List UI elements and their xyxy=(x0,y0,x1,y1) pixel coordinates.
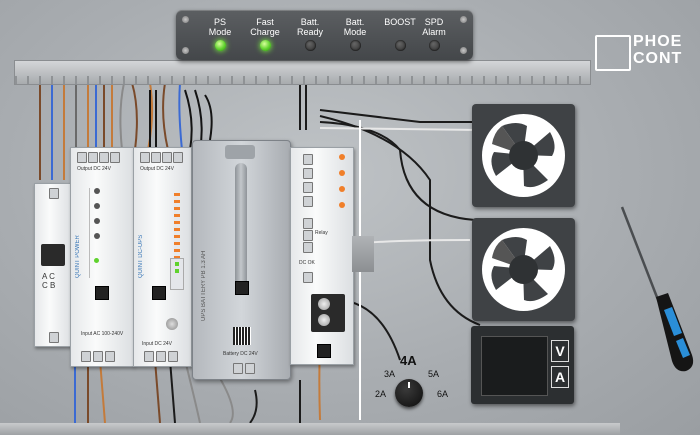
led-icon xyxy=(428,40,440,51)
indicator-label: Alarm xyxy=(422,27,446,37)
qr-code-icon xyxy=(233,327,251,345)
cable-duct-top xyxy=(14,60,591,85)
dial-option-5a[interactable]: 5A xyxy=(428,369,440,379)
screw-icon xyxy=(182,47,189,54)
indicator-label: SPD xyxy=(424,17,444,27)
brand-mark-icon xyxy=(152,286,166,300)
breaker-label: A C xyxy=(42,272,55,281)
screw-icon xyxy=(182,16,189,23)
cooling-fan-bottom[interactable] xyxy=(472,218,575,321)
control-module[interactable]: Relay DC OK xyxy=(290,147,354,365)
ups-status-strip xyxy=(174,193,180,273)
quint-power-supply[interactable]: Output DC 24V QUINT POWER Input AC 100-2… xyxy=(70,147,134,367)
output-label: Output DC 24V xyxy=(77,166,111,172)
circuit-breaker[interactable]: A C C B xyxy=(34,183,73,347)
logo-text: CONT xyxy=(633,50,683,67)
led-icon xyxy=(304,40,316,51)
battery-label: Battery DC 24V xyxy=(223,351,258,357)
dial-selected-value: 4A xyxy=(400,353,417,368)
din-rail xyxy=(352,236,374,272)
indicator-fast-charge: Fast Charge xyxy=(243,17,287,51)
cable-duct-bottom xyxy=(0,423,620,435)
breaker-toggle[interactable] xyxy=(41,244,65,266)
indicator-batt-mode: Batt. Mode xyxy=(333,17,377,51)
volt-amp-meter: V A xyxy=(471,326,574,404)
screwdriver-icon[interactable] xyxy=(620,205,700,375)
status-led-panel: PS Mode Fast Charge Batt. Ready Batt. Mo… xyxy=(176,10,473,60)
dial-option-2a[interactable]: 2A xyxy=(375,389,387,399)
input-label: Input AC 100-240V xyxy=(81,331,124,337)
current-selector-knob[interactable] xyxy=(395,379,423,407)
meter-screen xyxy=(481,336,548,396)
dc-ok-led-icon xyxy=(94,258,99,263)
indicator-label: Mode xyxy=(343,27,367,37)
indicator-label: BOOST xyxy=(384,17,416,27)
quint-dc-ups[interactable]: Output DC 24V QUINT DC-UPS Input DC 24V xyxy=(133,147,192,367)
indicator-label: PS xyxy=(213,17,226,27)
output-label: Output DC 24V xyxy=(140,166,174,172)
input-label: Input DC 24V xyxy=(142,341,173,347)
led-icon xyxy=(349,40,361,51)
indicator-label: Ready xyxy=(296,27,323,37)
indicator-label: Batt. xyxy=(300,17,320,27)
volt-label: V xyxy=(551,340,569,362)
led-icon xyxy=(214,40,226,51)
indicator-label: Batt. xyxy=(345,17,365,27)
ups-battery-module[interactable]: UPS BATTERY PB 1.3 AH Battery DC 24V xyxy=(192,140,291,380)
brand-mark-icon xyxy=(235,281,249,295)
indicator-batt-ready: Batt. Ready xyxy=(288,17,332,51)
ps-controls xyxy=(89,188,128,278)
screw-icon xyxy=(460,16,467,23)
terminal-block[interactable] xyxy=(311,294,345,332)
led-icon xyxy=(394,40,406,51)
cooling-fan-top[interactable] xyxy=(472,104,575,207)
logo-mark-icon xyxy=(595,35,631,71)
indicator-label: Mode xyxy=(208,27,232,37)
breaker-label: C B xyxy=(42,281,56,290)
adjust-knob-icon[interactable] xyxy=(166,318,178,330)
relay-label: Relay xyxy=(315,230,328,236)
indicator-ps-mode: PS Mode xyxy=(198,17,242,51)
logo-text: PHOE xyxy=(633,33,683,50)
indicator-label: Charge xyxy=(250,27,280,37)
module-name: QUINT POWER xyxy=(75,235,81,278)
brand-mark-icon xyxy=(95,286,109,300)
led-icon xyxy=(259,40,271,51)
dial-option-3a[interactable]: 3A xyxy=(384,369,396,379)
indicator-spd-alarm: SPD Alarm xyxy=(412,17,456,51)
brand-mark-icon xyxy=(317,344,331,358)
screw-icon xyxy=(460,47,467,54)
indicator-label: Fast xyxy=(256,17,274,27)
amp-label: A xyxy=(551,366,569,388)
module-name: UPS BATTERY PB 1.3 AH xyxy=(201,250,207,321)
module-name: QUINT DC-UPS xyxy=(138,234,144,278)
indicator-boost: BOOST xyxy=(378,17,422,51)
dc-ok-label: DC OK xyxy=(299,260,315,266)
dial-option-6a[interactable]: 6A xyxy=(437,389,449,399)
